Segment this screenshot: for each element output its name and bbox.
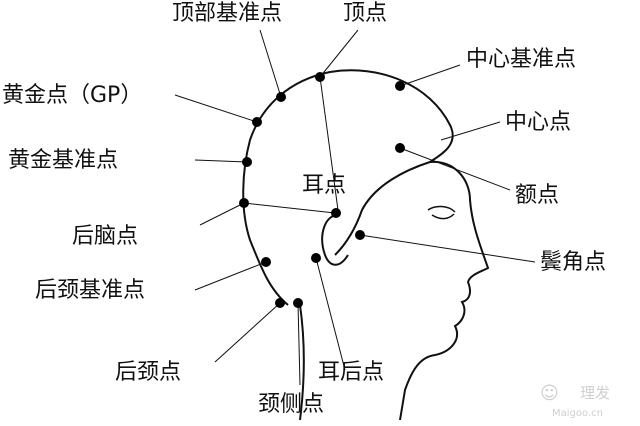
label-center-point: 中心点 <box>505 110 572 135</box>
head-outline <box>242 69 454 306</box>
label-nape-reference-point: 后颈基准点 <box>35 278 146 303</box>
label-sideburn-point: 鬓角点 <box>540 250 607 275</box>
sideburn-dot <box>355 230 365 240</box>
label-behind-ear-point: 耳后点 <box>318 360 385 385</box>
face-profile <box>399 160 490 421</box>
label-golden-point: 黄金点（GP） <box>2 83 143 108</box>
top-reference-dot <box>276 92 286 102</box>
behind-ear-dot <box>311 253 321 263</box>
wechat-logo-icon: ☺ <box>540 383 559 404</box>
top-dot <box>315 72 325 82</box>
label-top-reference-point: 顶部基准点 <box>172 1 283 26</box>
label-top-point: 顶点 <box>343 1 388 26</box>
nape-reference-dot <box>261 257 271 267</box>
watermark-brand: 理发 <box>580 384 611 402</box>
golden-dot <box>252 117 262 127</box>
neck-back <box>299 304 305 421</box>
label-center-reference-point: 中心基准点 <box>466 47 577 72</box>
label-neck-side-point: 颈侧点 <box>258 392 325 417</box>
golden-reference-dot <box>242 157 252 167</box>
watermark-site: Maigoo.cn <box>552 408 603 419</box>
label-back-head-point: 后脑点 <box>72 224 139 249</box>
ear-dot <box>331 208 341 218</box>
forehead-dot <box>395 143 405 153</box>
label-forehead-point: 额点 <box>515 183 560 208</box>
neck-side-dot <box>293 298 303 308</box>
label-ear-point: 耳点 <box>302 173 347 198</box>
ear-outline <box>321 214 349 266</box>
nape-dot <box>275 298 285 308</box>
label-nape-point: 后颈点 <box>115 360 182 385</box>
eye <box>427 205 456 220</box>
back-head-dot <box>239 198 249 208</box>
label-golden-reference-point: 黄金基准点 <box>8 148 119 173</box>
center-reference-dot <box>395 81 405 91</box>
